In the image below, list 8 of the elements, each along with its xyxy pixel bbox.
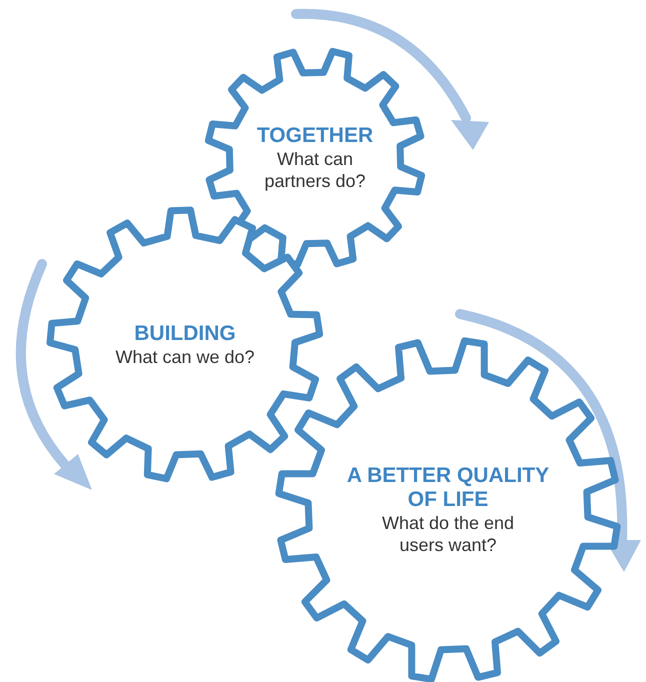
gear-heading: A BETTER QUALITY OF LIFE [346,464,550,512]
gear [45,205,325,485]
gear [273,335,623,682]
gear-question: What can we do? [115,346,255,368]
gear-heading: TOGETHER [256,124,374,148]
gear-question: What do the end users want? [380,512,516,556]
gear-question: What can partners do? [263,148,367,192]
gear-heading: BUILDING [134,322,236,346]
